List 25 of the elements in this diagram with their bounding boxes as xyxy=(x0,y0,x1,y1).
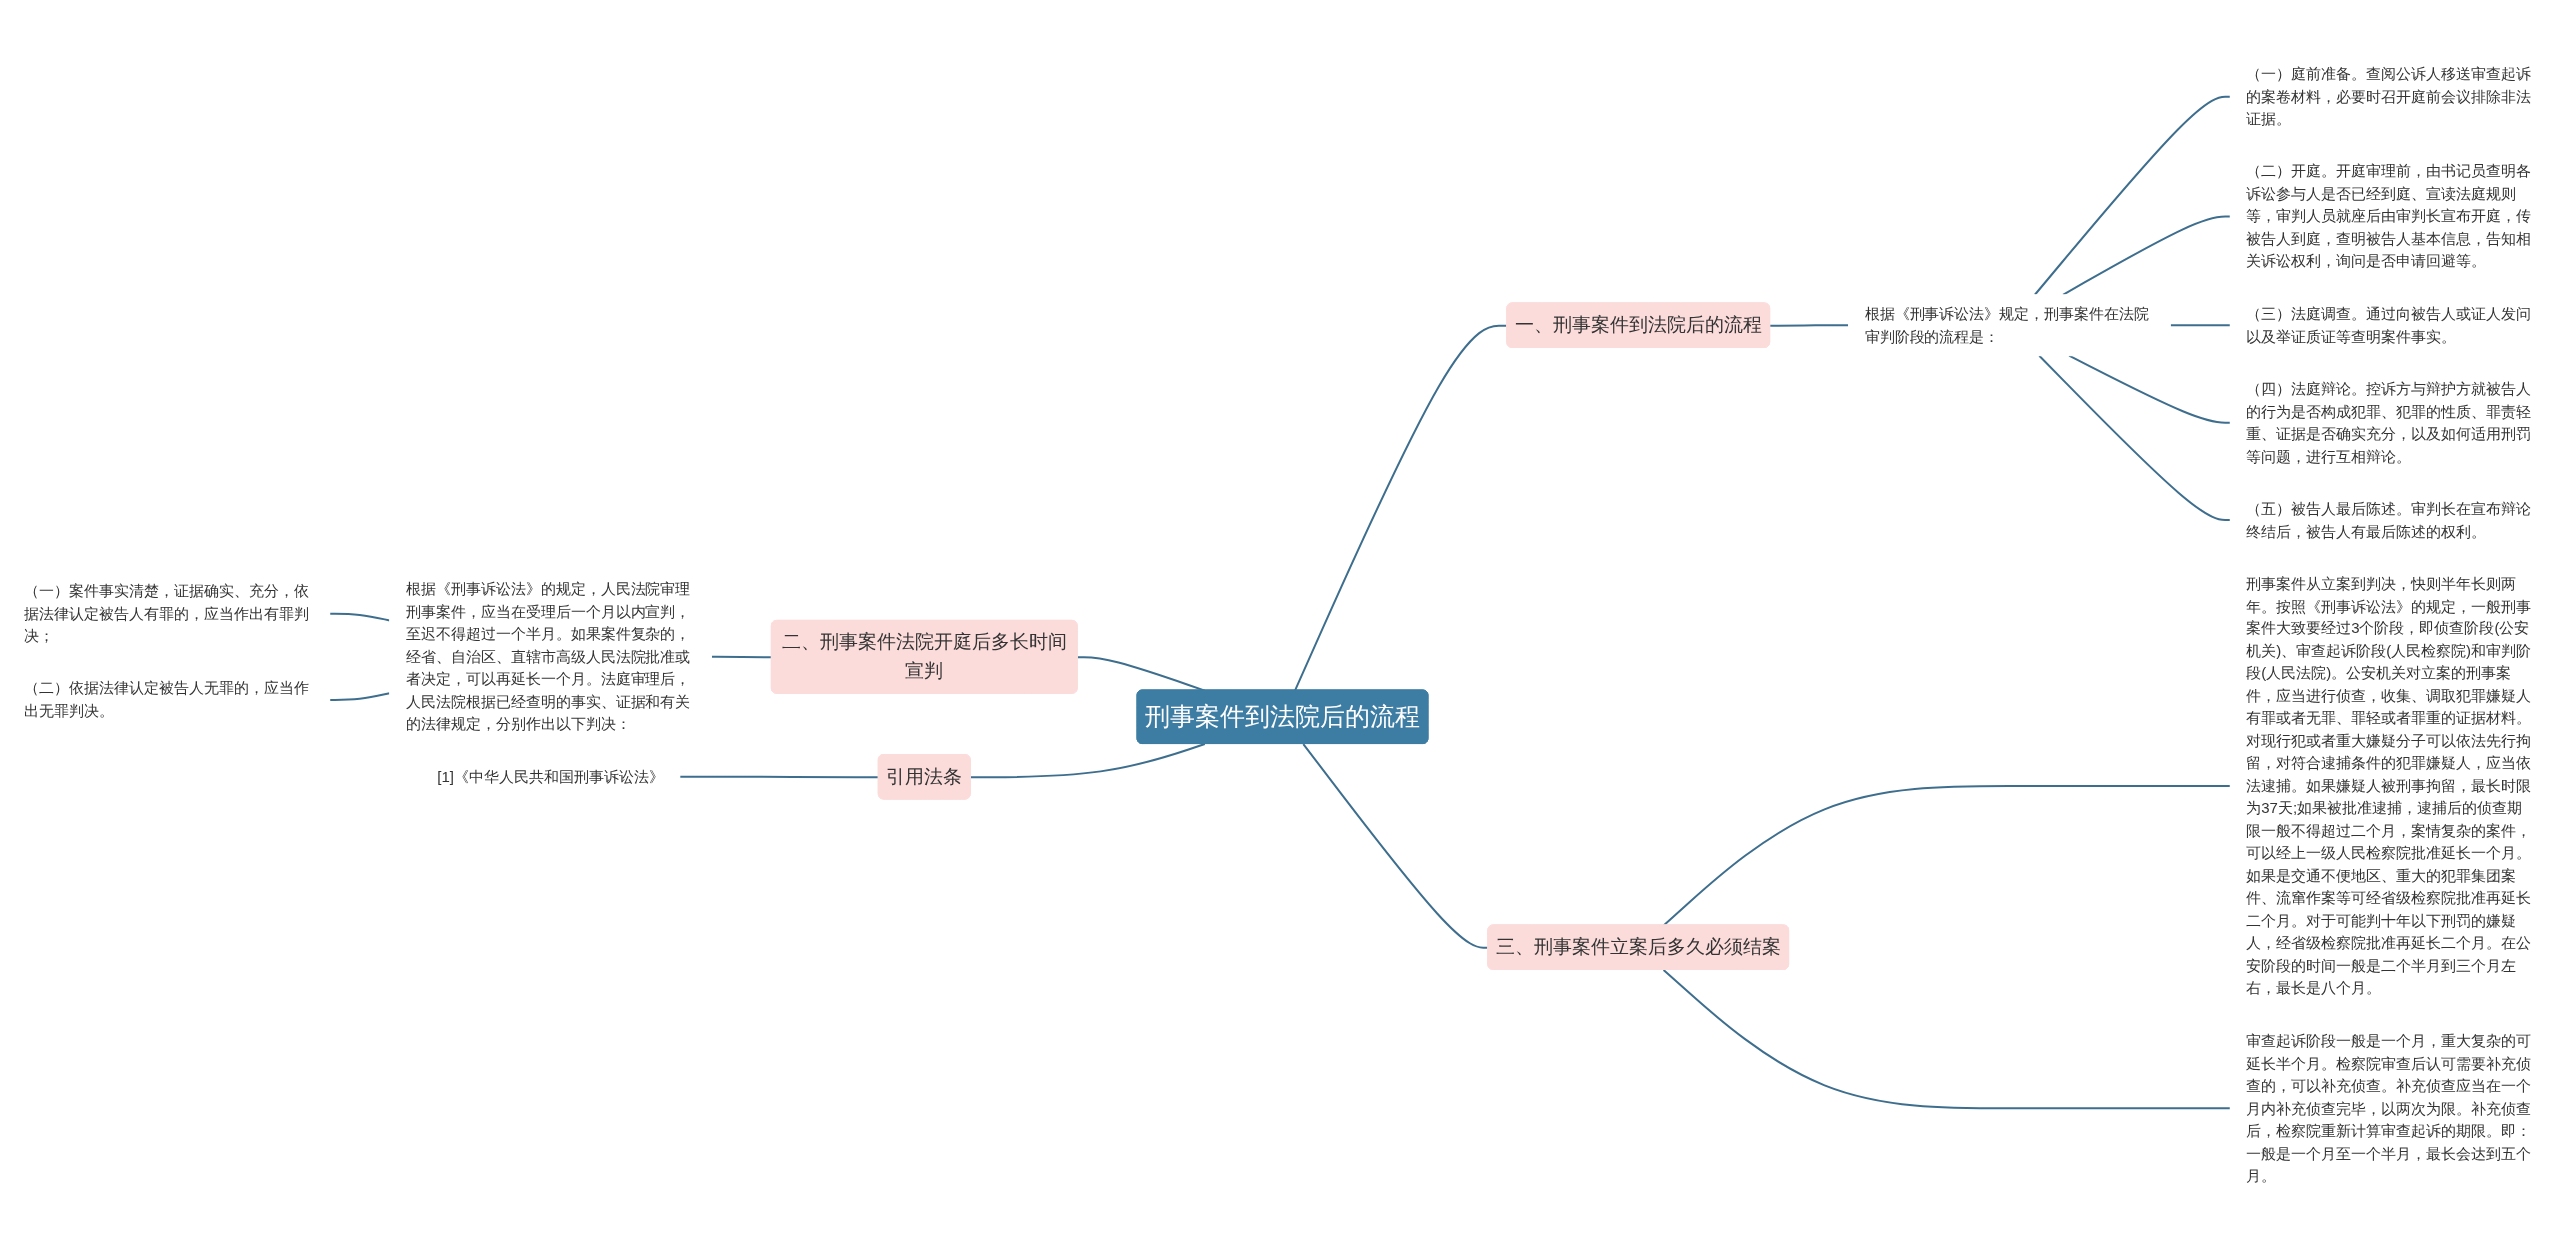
connector xyxy=(328,692,391,701)
node-text: （四）法庭辩论。控诉方与辩护方就被告人的行为是否构成犯罪、犯罪的性质、罪责轻重、证据是否确实充分，以及如何适用刑罚等问题，进行互相辩论。 xyxy=(2246,379,2532,465)
node-text: （二）开庭。开庭审理前，由书记员查明各诉讼参与人是否已经到庭、宣读法庭规则等，审判人员就座后由审判长宣布开庭，传被告人到庭，查明被告人基本信息，告知相关诉讼权利，询问是否申请回避等。 xyxy=(2246,162,2532,270)
connector xyxy=(2169,324,2232,327)
node-text: 刑事案件从立案到判决，快则半年长则两年。按照《刑事诉讼法》的规定，一般刑事案件大致要经过3个阶段，即侦查阶段(公安机关)、审查起诉阶段(人民检察院)和审判阶段(人民法院)。公安机关对立案的刑事案件，应当进行侦查，收集、调取犯罪嫌疑人有罪或者无罪、罪轻或者罪重的证据材料。对现行犯或者重大嫌疑分子可以依法先行拘留，对符合逮捕条件的犯罪嫌疑人，应当依法逮捕。如果嫌疑人被刑事拘留，最长时限为37天;如果被批准逮捕，逮捕后的侦查期限一般不得超过二个月，案情复杂的案件，可以经上一级人民检察院批准延长一个月。如果是交通不便地区、重大的犯罪集团案件、流窜作案等可经省级检察院批准再延长二个月。对于可能判十年以下刑罚的嫌疑人，经省级检察院批准再延长二个月。在公安阶段的时间一般是二个半月到三个月左右，最长是八个月。 xyxy=(2246,574,2532,997)
connector xyxy=(1769,324,1850,327)
node-text: 根据《刑事诉讼法》的规定，人民法院审理刑事案件，应当在受理后一个月以内宣判，至迟不得超过一个半月。如果案件复杂的，经省、自治区、直辖市高级人民法院批准或者决定，可以再延长一个月。法庭审理后，人民法院根据已经查明的事实、证据和有关的法律规定，分别作出以下判决： xyxy=(405,580,691,733)
node-text: 根据《刑事诉讼法》规定，刑事案件在法院审判阶段的流程是： xyxy=(1864,304,2150,345)
node-text: （五）被告人最后陈述。审判长在宣布辩论终结后，被告人有最后陈述的权利。 xyxy=(2246,499,2532,540)
connector xyxy=(969,743,1206,779)
node-text: （一）案件事实清楚，证据确实、充分，依据法律认定被告人有罪的，应当作出有罪判决； xyxy=(23,582,309,644)
connector xyxy=(1662,785,2232,927)
node-text: （三）法庭调查。通过向被告人或证人发问以及举证质证等查明案件事实。 xyxy=(2246,304,2532,345)
connector xyxy=(678,775,880,779)
connector xyxy=(710,655,773,659)
node-text: [1]《中华人民共和国刑事诉讼法》 xyxy=(437,767,664,785)
node-text: （二）依据法律认定被告人无罪的，应当作出无罪判决。 xyxy=(23,679,309,719)
node-text: 审查起诉阶段一般是一个月，重大复杂的可延长半个月。检察院审查后认可需要补充侦查的，可以补充侦查。补充侦查应当在一个月内补充侦查完毕，以两次为限。补充侦查后，检察院重新计算审查起诉的期限。即：一般是一个月至一个半月，最长会达到五个月。 xyxy=(2246,1031,2532,1184)
connector xyxy=(328,612,391,622)
connector xyxy=(1662,969,2232,1110)
connector xyxy=(2038,354,2232,522)
node-text: （一）庭前准备。查阅公诉人移送审查起诉的案卷材料，必要时召开庭前会议排除非法证据。 xyxy=(2246,64,2532,127)
connector xyxy=(2033,95,2232,296)
connector xyxy=(2061,215,2232,296)
connector xyxy=(2068,354,2232,424)
